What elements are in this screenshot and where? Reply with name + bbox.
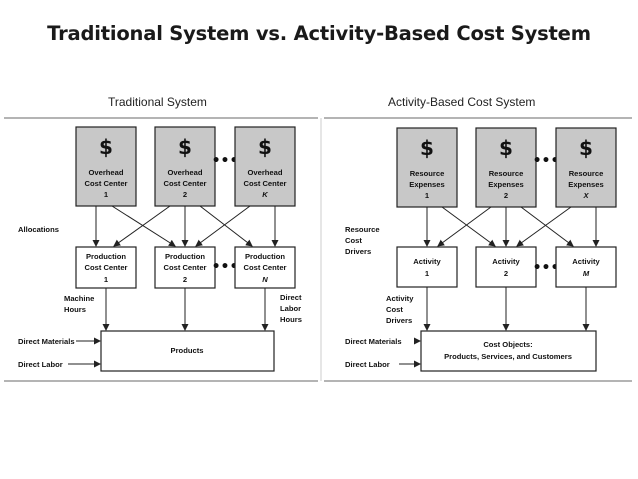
svg-text:$: $ bbox=[99, 135, 113, 159]
svg-text:$: $ bbox=[579, 136, 593, 160]
svg-text:1: 1 bbox=[104, 275, 109, 284]
svg-text:X: X bbox=[582, 191, 589, 200]
allocation-arrows bbox=[92, 205, 279, 247]
svg-text:Direct: Direct bbox=[280, 293, 302, 302]
overhead-ellipsis: ••• bbox=[212, 153, 239, 169]
svg-text:Machine: Machine bbox=[64, 294, 94, 303]
svg-text:1: 1 bbox=[104, 190, 109, 199]
svg-text:K: K bbox=[262, 190, 268, 199]
production-cost-center-2: Production Cost Center 2 bbox=[154, 246, 216, 289]
overhead-cost-center-2: $ Overhead Cost Center 2 bbox=[154, 126, 216, 207]
svg-text:2: 2 bbox=[504, 191, 508, 200]
svg-text:Expenses: Expenses bbox=[568, 180, 603, 189]
svg-text:1: 1 bbox=[425, 269, 430, 278]
svg-text:Activity: Activity bbox=[572, 257, 600, 266]
activity-1: Activity 1 bbox=[396, 246, 458, 288]
svg-text:$: $ bbox=[178, 135, 192, 159]
svg-text:Cost Center: Cost Center bbox=[243, 179, 286, 188]
resource-cost-drivers-label: Resource Cost Drivers bbox=[345, 225, 380, 256]
activity-ellipsis: ••• bbox=[533, 260, 560, 276]
svg-text:Production: Production bbox=[86, 252, 126, 261]
svg-text:Activity: Activity bbox=[386, 294, 414, 303]
svg-text:Overhead: Overhead bbox=[167, 168, 202, 177]
svg-text:1: 1 bbox=[425, 191, 430, 200]
svg-text:N: N bbox=[262, 275, 268, 284]
direct-materials-label-right: Direct Materials bbox=[345, 337, 402, 346]
svg-text:Labor: Labor bbox=[280, 304, 301, 313]
product-arrows bbox=[68, 288, 269, 368]
resource-expenses-2: $ Resource Expenses 2 bbox=[475, 127, 537, 208]
svg-text:Overhead: Overhead bbox=[88, 168, 123, 177]
activity-2: Activity 2 bbox=[475, 246, 537, 288]
svg-text:Resource: Resource bbox=[410, 169, 445, 178]
resource-ellipsis: ••• bbox=[533, 153, 560, 169]
resource-expenses-1: $ Resource Expenses 1 bbox=[396, 127, 458, 208]
overhead-cost-center-k: $ Overhead Cost Center K bbox=[234, 126, 296, 207]
svg-text:Cost: Cost bbox=[386, 305, 403, 314]
direct-labor-label-right: Direct Labor bbox=[345, 360, 390, 369]
svg-text:$: $ bbox=[499, 136, 513, 160]
svg-text:Cost Center: Cost Center bbox=[243, 263, 286, 272]
svg-text:Drivers: Drivers bbox=[345, 247, 371, 256]
svg-text:$: $ bbox=[258, 135, 272, 159]
svg-text:Hours: Hours bbox=[64, 305, 86, 314]
svg-text:Resource: Resource bbox=[345, 225, 380, 234]
svg-text:Expenses: Expenses bbox=[409, 180, 444, 189]
activity-cost-drivers-label: Activity Cost Drivers bbox=[386, 294, 414, 325]
production-cost-center-1: Production Cost Center 1 bbox=[75, 246, 137, 289]
svg-text:Expenses: Expenses bbox=[488, 180, 523, 189]
svg-text:Production: Production bbox=[245, 252, 285, 261]
svg-text:Cost: Cost bbox=[345, 236, 362, 245]
direct-labor-label-left: Direct Labor bbox=[18, 360, 63, 369]
traditional-heading: Traditional System bbox=[108, 95, 207, 109]
allocations-label: Allocations bbox=[18, 225, 59, 234]
svg-text:$: $ bbox=[420, 136, 434, 160]
svg-text:Cost Center: Cost Center bbox=[163, 179, 206, 188]
svg-text:2: 2 bbox=[183, 275, 187, 284]
svg-text:Overhead: Overhead bbox=[247, 168, 282, 177]
direct-materials-label-left: Direct Materials bbox=[18, 337, 75, 346]
production-ellipsis: ••• bbox=[212, 259, 239, 275]
svg-text:Cost Center: Cost Center bbox=[163, 263, 206, 272]
production-cost-center-n: Production Cost Center N bbox=[234, 246, 296, 289]
overhead-cost-center-1: $ Overhead Cost Center 1 bbox=[75, 126, 137, 207]
svg-text:M: M bbox=[583, 269, 590, 278]
svg-text:Cost Center: Cost Center bbox=[84, 263, 127, 272]
activity-m: Activity M bbox=[555, 246, 617, 288]
products-box: Products bbox=[100, 330, 275, 372]
svg-text:Resource: Resource bbox=[489, 169, 524, 178]
svg-text:2: 2 bbox=[183, 190, 187, 199]
svg-text:Production: Production bbox=[165, 252, 205, 261]
svg-text:Activity: Activity bbox=[413, 257, 441, 266]
svg-text:Products, Services, and Custom: Products, Services, and Customers bbox=[444, 352, 572, 361]
svg-text:Drivers: Drivers bbox=[386, 316, 412, 325]
resource-driver-arrows bbox=[423, 206, 600, 247]
svg-text:Activity: Activity bbox=[492, 257, 520, 266]
abc-heading: Activity-Based Cost System bbox=[388, 95, 536, 109]
cost-objects-box: Cost Objects: Products, Services, and Cu… bbox=[420, 330, 597, 372]
svg-text:Resource: Resource bbox=[569, 169, 604, 178]
svg-text:Cost Center: Cost Center bbox=[84, 179, 127, 188]
direct-labor-hours-label: Direct Labor Hours bbox=[280, 293, 302, 324]
svg-text:Hours: Hours bbox=[280, 315, 302, 324]
resource-expenses-x: $ Resource Expenses X bbox=[555, 127, 617, 208]
svg-text:2: 2 bbox=[504, 269, 508, 278]
slide-title: Traditional System vs. Activity-Based Co… bbox=[47, 22, 591, 45]
svg-text:Products: Products bbox=[171, 346, 204, 355]
cost-object-arrows bbox=[399, 287, 590, 368]
svg-text:Cost Objects:: Cost Objects: bbox=[483, 340, 532, 349]
machine-hours-label: Machine Hours bbox=[64, 294, 94, 314]
